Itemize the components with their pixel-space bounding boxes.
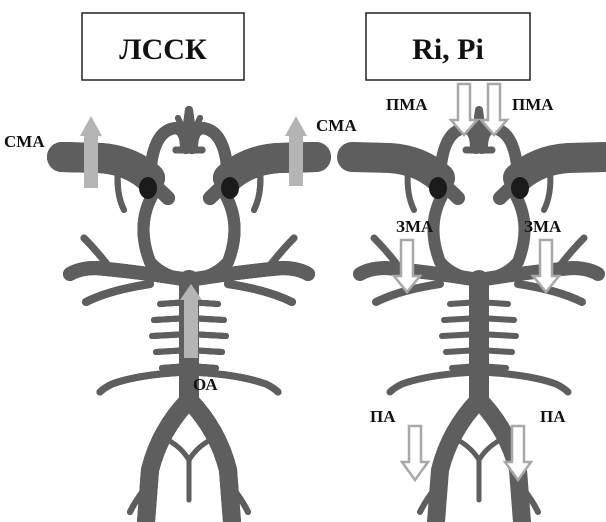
- label-pca-left: ЗМА: [396, 217, 434, 236]
- left-title: ЛССК: [119, 33, 207, 66]
- label-va-right: ПА: [540, 407, 566, 426]
- label-aca-right: ПМА: [512, 95, 554, 114]
- carotid-opening-right-b: [511, 177, 529, 199]
- resistance-arrow-va-left: [402, 426, 428, 480]
- right-panel: Ri, Pi ПМА ПМА ЗМА ЗМА ПА: [352, 13, 606, 522]
- label-basilar: ОА: [193, 375, 218, 394]
- carotid-opening-right-a: [429, 177, 447, 199]
- right-title: Ri, Pi: [412, 33, 484, 66]
- label-mca-right: СМА: [316, 116, 357, 135]
- carotid-opening-left-b: [221, 177, 239, 199]
- left-panel: ЛССК СМА СМА ОА: [4, 13, 357, 522]
- label-aca-left: ПМА: [386, 95, 428, 114]
- label-pca-right: ЗМА: [524, 217, 562, 236]
- label-mca-left: СМА: [4, 132, 45, 151]
- label-va-left: ПА: [370, 407, 396, 426]
- arteries-right: [352, 110, 606, 522]
- carotid-opening-left-a: [139, 177, 157, 199]
- vessel-tree-right: [352, 110, 606, 522]
